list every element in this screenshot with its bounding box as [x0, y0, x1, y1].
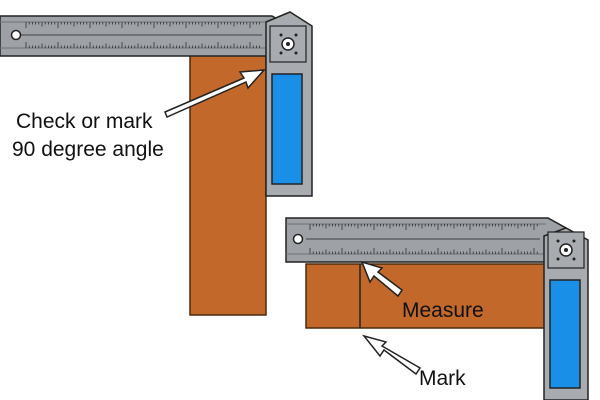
- bottom-square-blade: [285, 217, 567, 263]
- angle-label-line2: 90 degree angle: [12, 138, 164, 161]
- mark-callout-arrow: [361, 334, 422, 376]
- hang-hole-icon: [10, 29, 22, 41]
- top-blade-ticks-upper: [25, 22, 260, 28]
- angle-callout-arrow: [164, 69, 266, 119]
- angle-label-line1: Check or mark: [16, 110, 153, 133]
- top-blade-ticks-lower: [25, 42, 260, 48]
- measure-callout-arrow: [360, 260, 404, 298]
- bottom-wood-board: [305, 263, 547, 329]
- mark-label: Mark: [419, 367, 466, 390]
- top-square-blade: [0, 15, 291, 57]
- bottom-illustration: Measure Mark: [285, 217, 589, 400]
- bottom-square-handle: [543, 227, 589, 400]
- level-window-icon: [549, 279, 581, 389]
- measure-label: Measure: [402, 299, 484, 322]
- hang-hole-icon: [292, 233, 304, 245]
- bottom-blade-ticks-lower: [309, 248, 538, 254]
- level-window-icon: [271, 73, 303, 185]
- top-illustration: Check or mark 90 degree angle: [0, 11, 313, 316]
- top-square-handle: [265, 11, 313, 197]
- top-wood-board: [189, 51, 267, 316]
- bottom-blade-ticks-upper: [309, 224, 538, 230]
